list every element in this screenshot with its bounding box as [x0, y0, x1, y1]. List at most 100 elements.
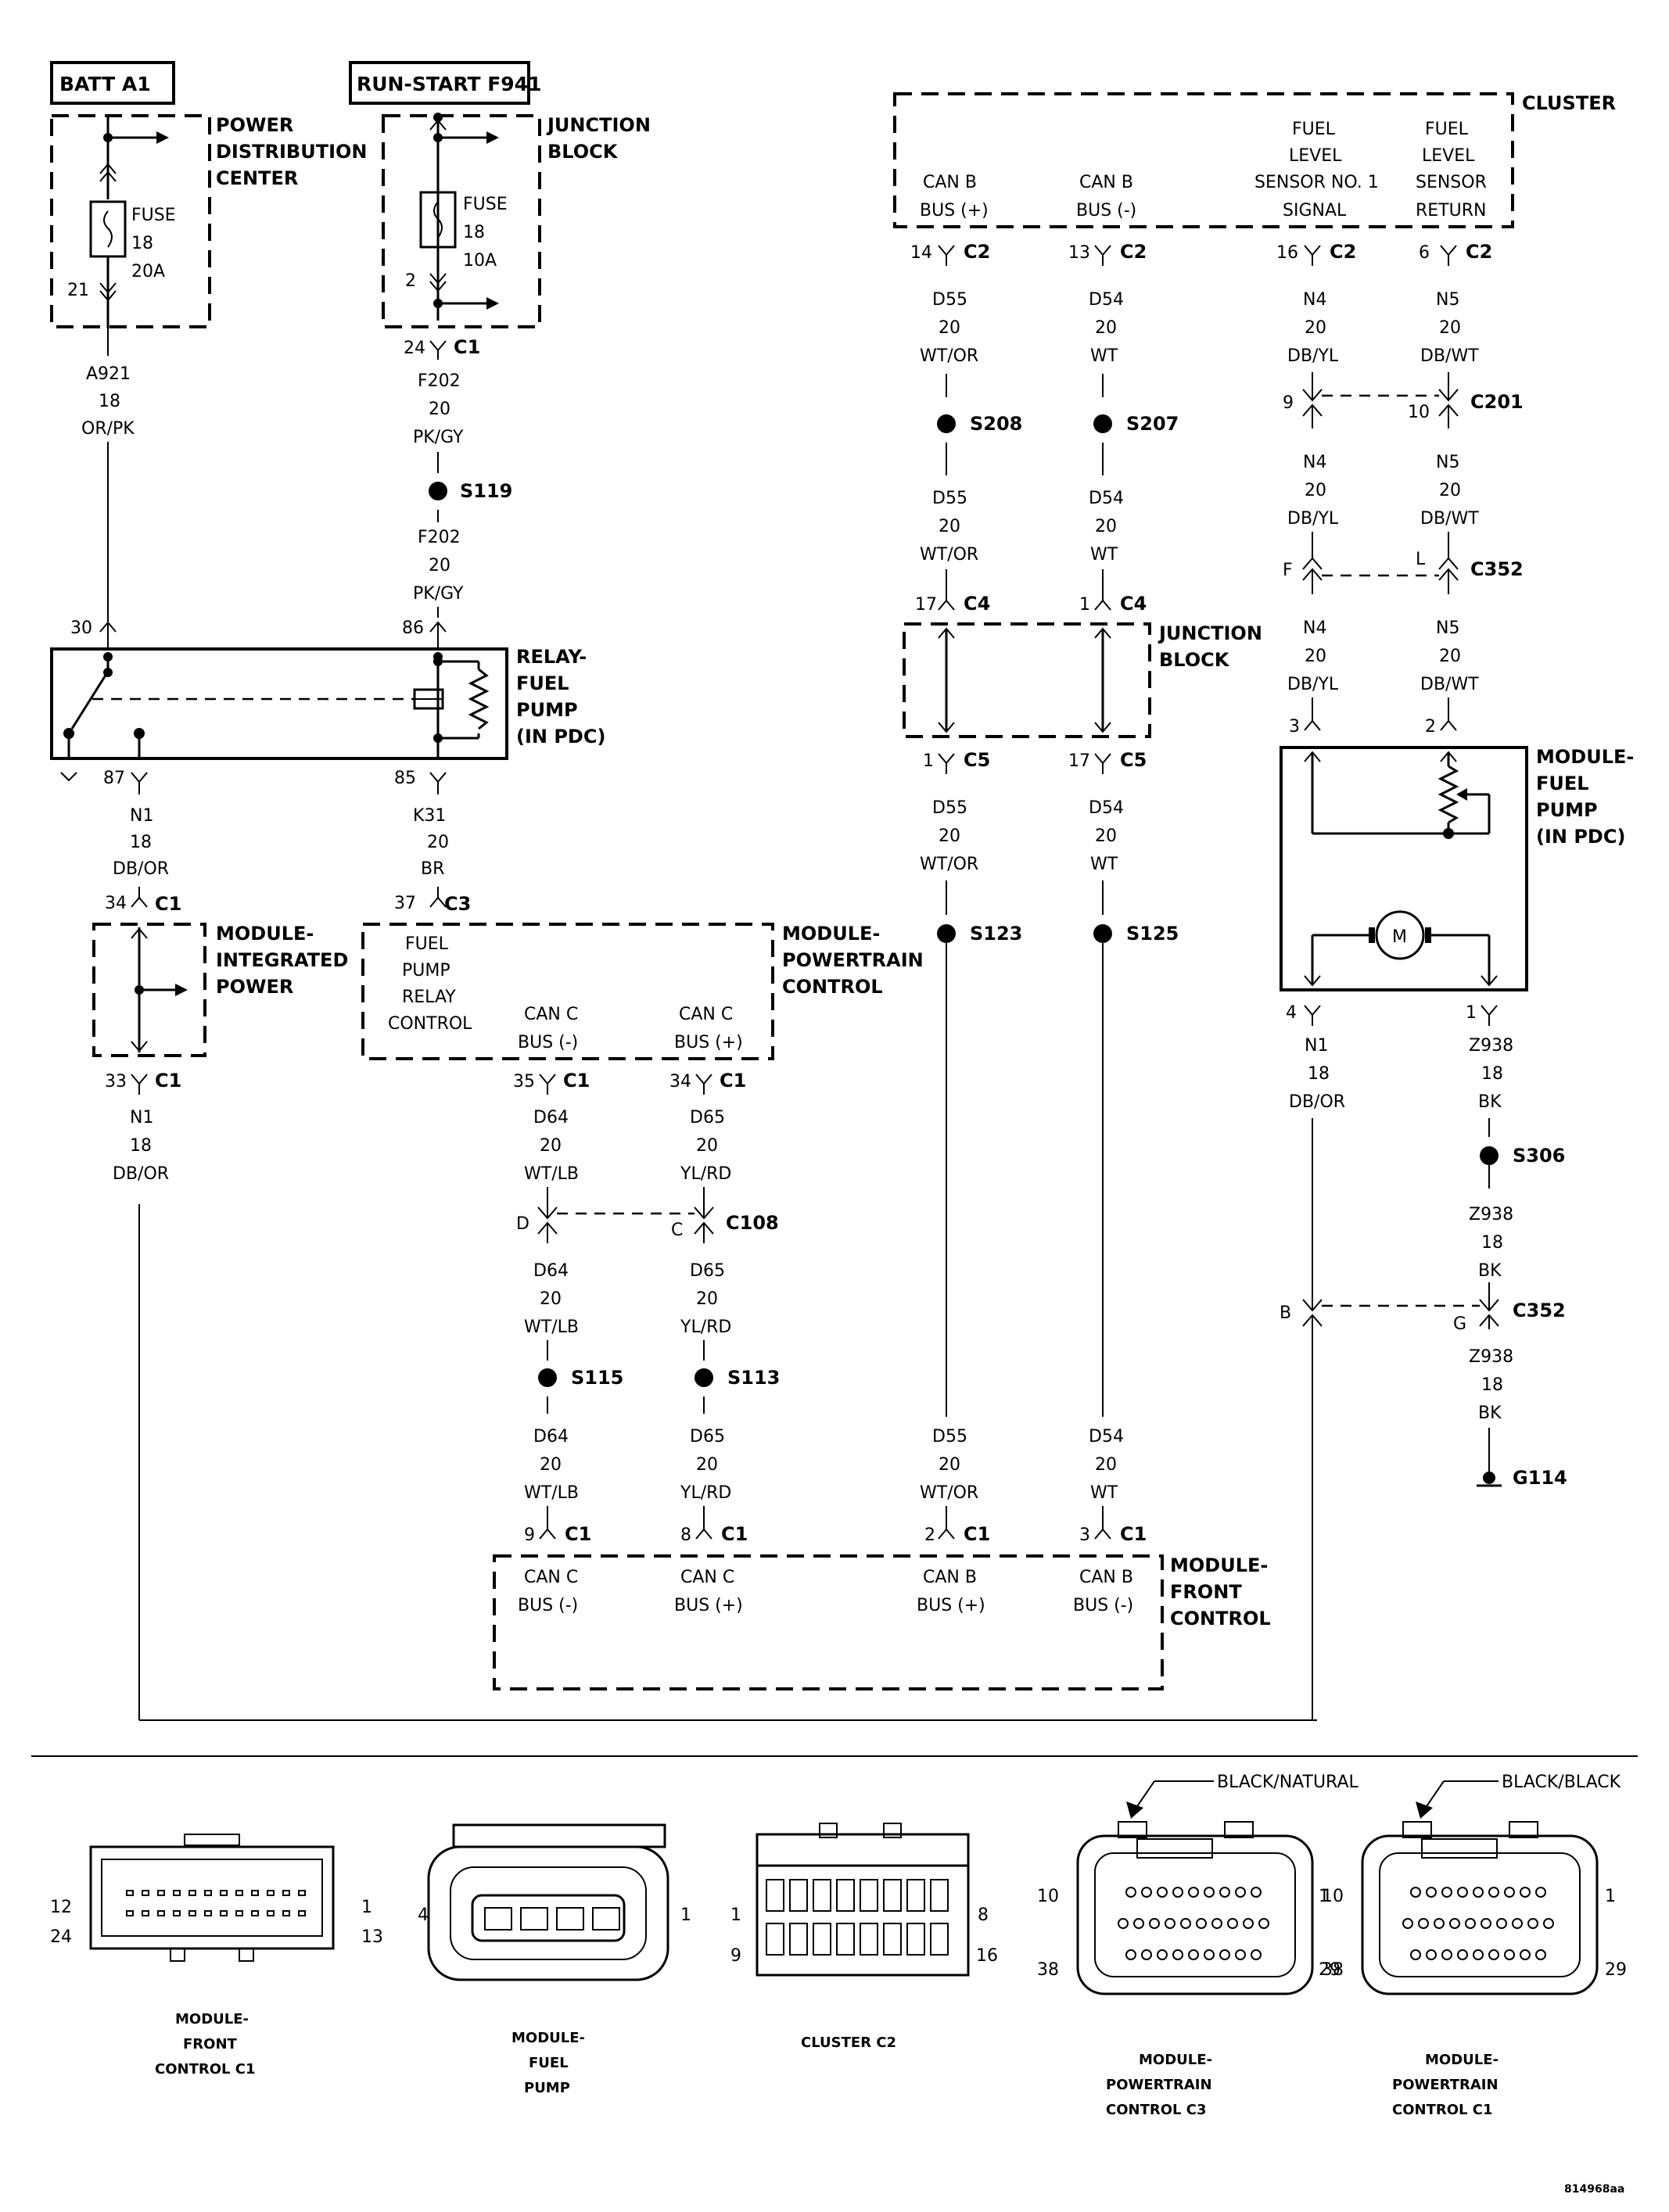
pin-cavity [157, 1910, 165, 1916]
svg-text:BLOCK: BLOCK [1159, 649, 1230, 671]
pdc-label: POWER DISTRIBUTION CENTER [216, 114, 368, 189]
svg-text:CONTROL: CONTROL [782, 976, 883, 998]
pin-cavity [188, 1910, 196, 1916]
pin-cavity [1235, 1949, 1246, 1960]
svg-text:18: 18 [1308, 1064, 1330, 1084]
svg-text:C2: C2 [1466, 241, 1492, 263]
wire-d55-label-1: D55 20 WT/OR [920, 290, 978, 366]
pin-cavity [1488, 1949, 1499, 1960]
svg-text:24: 24 [50, 1927, 72, 1947]
svg-text:WT/OR: WT/OR [920, 545, 978, 565]
svg-text:BUS (+): BUS (+) [917, 1596, 985, 1615]
ground-g114-icon [1483, 1472, 1495, 1484]
svg-text:DB/YL: DB/YL [1287, 675, 1339, 694]
run-start-label: RUN-START F941 [357, 73, 541, 95]
cluster-label: CLUSTER [1522, 92, 1616, 114]
svg-text:D55: D55 [932, 1427, 967, 1447]
svg-text:13: 13 [361, 1927, 383, 1947]
connector-view-pcm-c1: BLACK/BLACK 10 38 1 29 MODULE- POWERTRAI… [1322, 1773, 1627, 2118]
svg-text:N1: N1 [130, 1108, 153, 1128]
svg-text:1: 1 [361, 1898, 372, 1917]
svg-text:2: 2 [405, 271, 416, 291]
svg-text:20: 20 [696, 1289, 718, 1309]
splice-s208 [937, 414, 956, 433]
wire-n4-label-1: N4 20 DB/YL [1287, 290, 1339, 366]
pin-cavity [1149, 1918, 1160, 1929]
cluster-box [893, 92, 1514, 228]
svg-text:14: 14 [910, 243, 932, 263]
pin-cavity [1481, 1918, 1491, 1929]
pin-cavity [813, 1923, 831, 1956]
svg-text:20: 20 [939, 318, 960, 338]
cluster-pin-labels: CAN B BUS (+) CAN B BUS (-) FUEL LEVEL S… [920, 120, 1487, 220]
svg-text:C5: C5 [964, 749, 990, 771]
svg-text:S119: S119 [460, 480, 512, 502]
svg-text:C1: C1 [155, 1070, 181, 1092]
svg-text:F: F [1283, 561, 1293, 580]
pin-cavity [1118, 1918, 1129, 1929]
svg-text:C1: C1 [563, 1070, 590, 1092]
pin-cavity [836, 1923, 855, 1956]
svg-text:MODULE-: MODULE- [216, 923, 314, 945]
fuel-pump-module-label: MODULE- FUEL PUMP (IN PDC) [1536, 746, 1634, 848]
svg-text:WT/LB: WT/LB [524, 1318, 579, 1337]
svg-text:1: 1 [730, 1905, 741, 1925]
svg-text:WT/OR: WT/OR [920, 346, 978, 366]
svg-text:D55: D55 [932, 798, 967, 818]
svg-text:LEVEL: LEVEL [1289, 146, 1342, 166]
svg-text:MODULE-: MODULE- [1536, 746, 1634, 768]
svg-text:87: 87 [103, 769, 125, 788]
fuel-level-sensor-resistor-icon [1437, 765, 1459, 824]
pin-cavity [1426, 1949, 1437, 1960]
svg-text:L: L [1416, 550, 1426, 569]
svg-text:BLACK/BLACK: BLACK/BLACK [1502, 1773, 1621, 1792]
pin-cavity [1227, 1918, 1238, 1929]
pin-cavity [930, 1923, 949, 1956]
svg-text:(IN PDC): (IN PDC) [1536, 826, 1625, 848]
svg-text:20: 20 [696, 1136, 718, 1156]
svg-text:BK: BK [1478, 1261, 1502, 1281]
svg-text:4: 4 [1286, 1003, 1297, 1023]
pcm-box [361, 923, 774, 1060]
svg-text:DB/OR: DB/OR [113, 1164, 169, 1184]
svg-text:C1: C1 [1120, 1523, 1147, 1545]
svg-text:JUNCTION: JUNCTION [1158, 622, 1262, 644]
svg-text:20: 20 [427, 833, 449, 852]
svg-text:20: 20 [939, 1455, 960, 1475]
svg-text:C2: C2 [1330, 241, 1356, 263]
wire-d55-label-4: D55 20 WT/OR [920, 1427, 978, 1503]
wire-n5-label-2: N5 20 DB/WT [1420, 453, 1479, 529]
pin-cavity [906, 1879, 925, 1912]
svg-text:10A: 10A [463, 251, 497, 271]
pin-cavity [142, 1890, 149, 1896]
pin-cavity [251, 1890, 259, 1896]
pin-cavity [766, 1879, 784, 1912]
svg-text:Z938: Z938 [1469, 1205, 1513, 1224]
svg-text:N4: N4 [1303, 618, 1326, 638]
fuel-pump-module [1280, 746, 1528, 991]
svg-text:FUEL: FUEL [1536, 773, 1589, 794]
pin-cavity [1402, 1918, 1413, 1929]
svg-text:CAN B: CAN B [923, 1568, 977, 1587]
svg-text:BK: BK [1478, 1404, 1502, 1423]
splice-s119 [429, 482, 447, 500]
svg-text:C4: C4 [964, 593, 990, 615]
svg-text:20: 20 [540, 1455, 562, 1475]
pin-cavity [1410, 1887, 1421, 1898]
wire-k31-label: K31 20 BR [413, 806, 449, 879]
figure-id: 814968aa [1564, 2183, 1624, 2196]
svg-text:CLUSTER C2: CLUSTER C2 [801, 2035, 896, 2051]
svg-text:YL/RD: YL/RD [680, 1164, 731, 1184]
svg-text:20: 20 [429, 556, 450, 575]
wire-d55-label-2: D55 20 WT/OR [920, 489, 978, 565]
svg-text:18: 18 [1481, 1233, 1503, 1253]
svg-text:18: 18 [131, 234, 153, 253]
connector-view-fcm-c1: 12 24 1 13 MODULE- FRONT CONTROL C1 [50, 1834, 383, 2078]
svg-text:DB/WT: DB/WT [1420, 346, 1479, 366]
svg-text:38: 38 [1037, 1960, 1059, 1980]
svg-text:C352: C352 [1470, 558, 1524, 580]
pin-cavity [298, 1910, 306, 1916]
wire-d64-label-1: D64 20 WT/LB [524, 1108, 579, 1184]
pin-cavity [1434, 1918, 1445, 1929]
